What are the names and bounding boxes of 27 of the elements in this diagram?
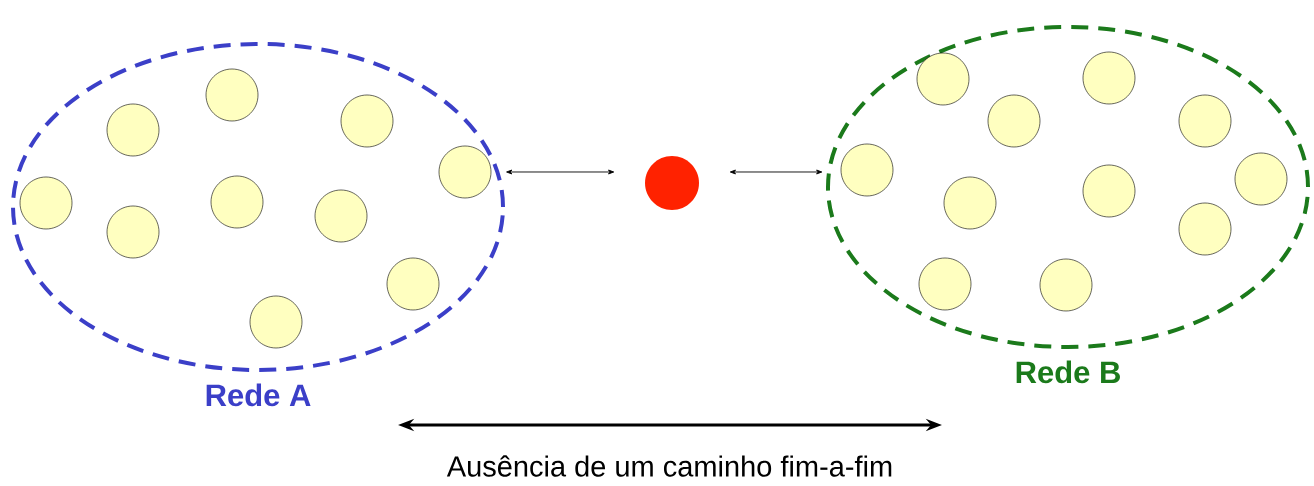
arrow: [729, 169, 823, 175]
node-circle: [438, 145, 492, 199]
node-label: Rede B: [1016, 360, 1120, 384]
node-circle: [1082, 51, 1136, 105]
node-circle: [106, 205, 160, 259]
node-label: Rede A: [206, 383, 311, 407]
node-circle: [314, 189, 368, 243]
node-circle: [1039, 258, 1093, 312]
node-circle: [943, 176, 997, 230]
node-circle: [205, 68, 259, 122]
node-circle: [210, 175, 264, 229]
node-circle: [918, 257, 972, 311]
relay-dot: [645, 156, 699, 210]
node-circle: [249, 295, 303, 349]
node-circle: [987, 94, 1041, 148]
node-circle: [1178, 94, 1232, 148]
node-circle: [1234, 152, 1288, 206]
node-circle: [1082, 164, 1136, 218]
caption-text: Ausência de um caminho fim-a-fim: [446, 455, 892, 477]
node-circle: [840, 143, 894, 197]
node-circle: [386, 257, 440, 311]
node-circle: [916, 52, 970, 106]
node-circle: [19, 176, 73, 230]
node-circle: [106, 103, 160, 157]
node-circle: [340, 94, 394, 148]
node-circle: [1178, 202, 1232, 256]
arrow: [506, 169, 615, 175]
